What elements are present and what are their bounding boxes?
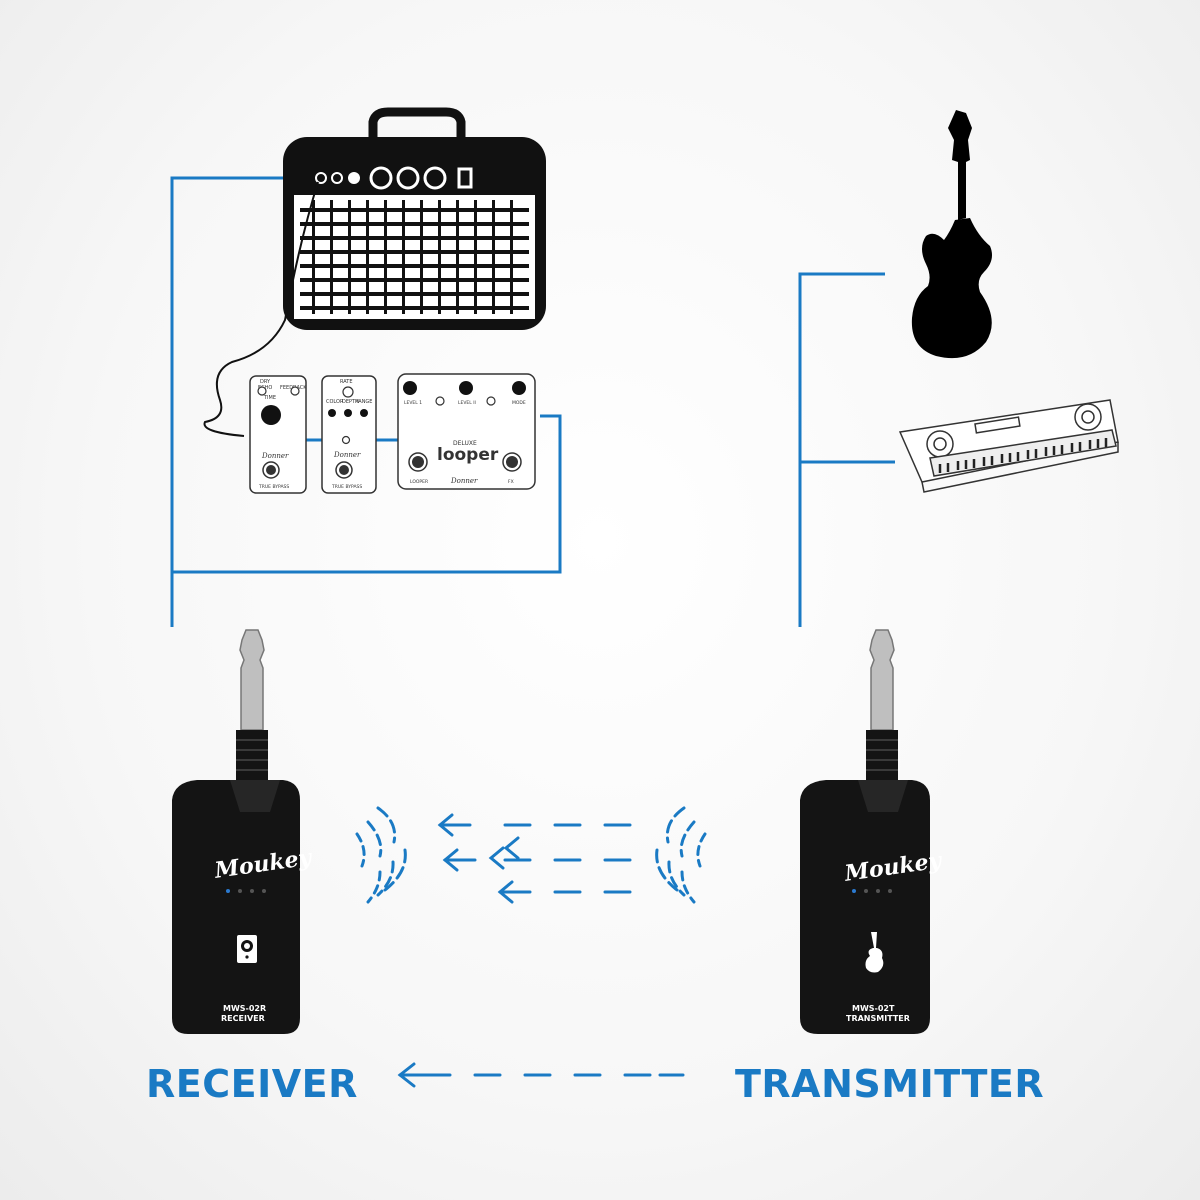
transmitter-device: Moukey MWS-02T TRANSMITTER — [800, 629, 945, 1034]
looper-switch-label-fx: FX — [508, 479, 514, 485]
looper-name: looper — [437, 445, 499, 465]
pedal2-knob-label-range: RANGE — [355, 399, 372, 405]
connection-lines — [170, 176, 895, 627]
pedal2-footer: TRUE BYPASS — [331, 484, 362, 490]
electric-guitar-icon — [911, 110, 992, 359]
transmitter-jack-plug — [869, 629, 895, 731]
receiver-to-amp-line — [170, 176, 318, 627]
amp-cable — [203, 181, 319, 437]
transmitter-type: TRANSMITTER — [846, 1014, 910, 1023]
delay-pedal: DRY ECHO TIME FEEDBACK Donner TRUE BYPAS… — [249, 375, 307, 494]
transmitter-label: TRANSMITTER — [735, 1062, 1045, 1106]
receiver-model: MWS-02R — [223, 1004, 266, 1013]
receiver-jack-plug — [239, 629, 265, 731]
pedal1-footer: TRUE BYPASS — [258, 484, 289, 490]
receiver-to-looper-line — [172, 414, 562, 574]
pedal1-knob-label-dry: DRY — [260, 379, 271, 385]
keyboard-icon — [898, 399, 1119, 493]
wireless-signal-icon — [355, 806, 707, 1088]
chorus-pedal: RATE COLOR DEPTH RANGE Donner TRUE BYPAS… — [321, 375, 377, 494]
receiver-device: Moukey MWS-02R RECEIVER — [172, 629, 315, 1034]
speaker-icon — [237, 935, 257, 963]
amplifier-icon — [283, 107, 546, 330]
looper-knob-label-level2: LEVEL II — [458, 400, 476, 406]
pedal1-knob-label-time: TIME — [263, 395, 276, 401]
pedal1-brand: Donner — [261, 452, 289, 460]
pedal2-knob-label-color: COLOR — [326, 399, 344, 405]
looper-pedal: LEVEL 1 LEVEL II MODE DELUXE looper Donn… — [397, 373, 536, 490]
transmitter-model: MWS-02T — [852, 1004, 895, 1013]
looper-switch-label-looper: LOOPER — [410, 479, 428, 485]
pedal2-brand: Donner — [333, 451, 361, 459]
pedal2-knob-label-rate: RATE — [340, 379, 353, 385]
looper-knob-label-level1: LEVEL 1 — [404, 400, 422, 406]
transmitter-to-instruments-line — [798, 272, 895, 627]
receiver-label: RECEIVER — [146, 1062, 358, 1106]
pedal2-knob-label-depth: DEPTH — [342, 399, 359, 405]
looper-knob-label-mode: MODE — [512, 400, 526, 406]
looper-sub: DELUXE — [453, 440, 477, 447]
receiver-type: RECEIVER — [221, 1014, 265, 1023]
guitar-icon — [865, 932, 884, 973]
looper-brand: Donner — [450, 477, 478, 485]
